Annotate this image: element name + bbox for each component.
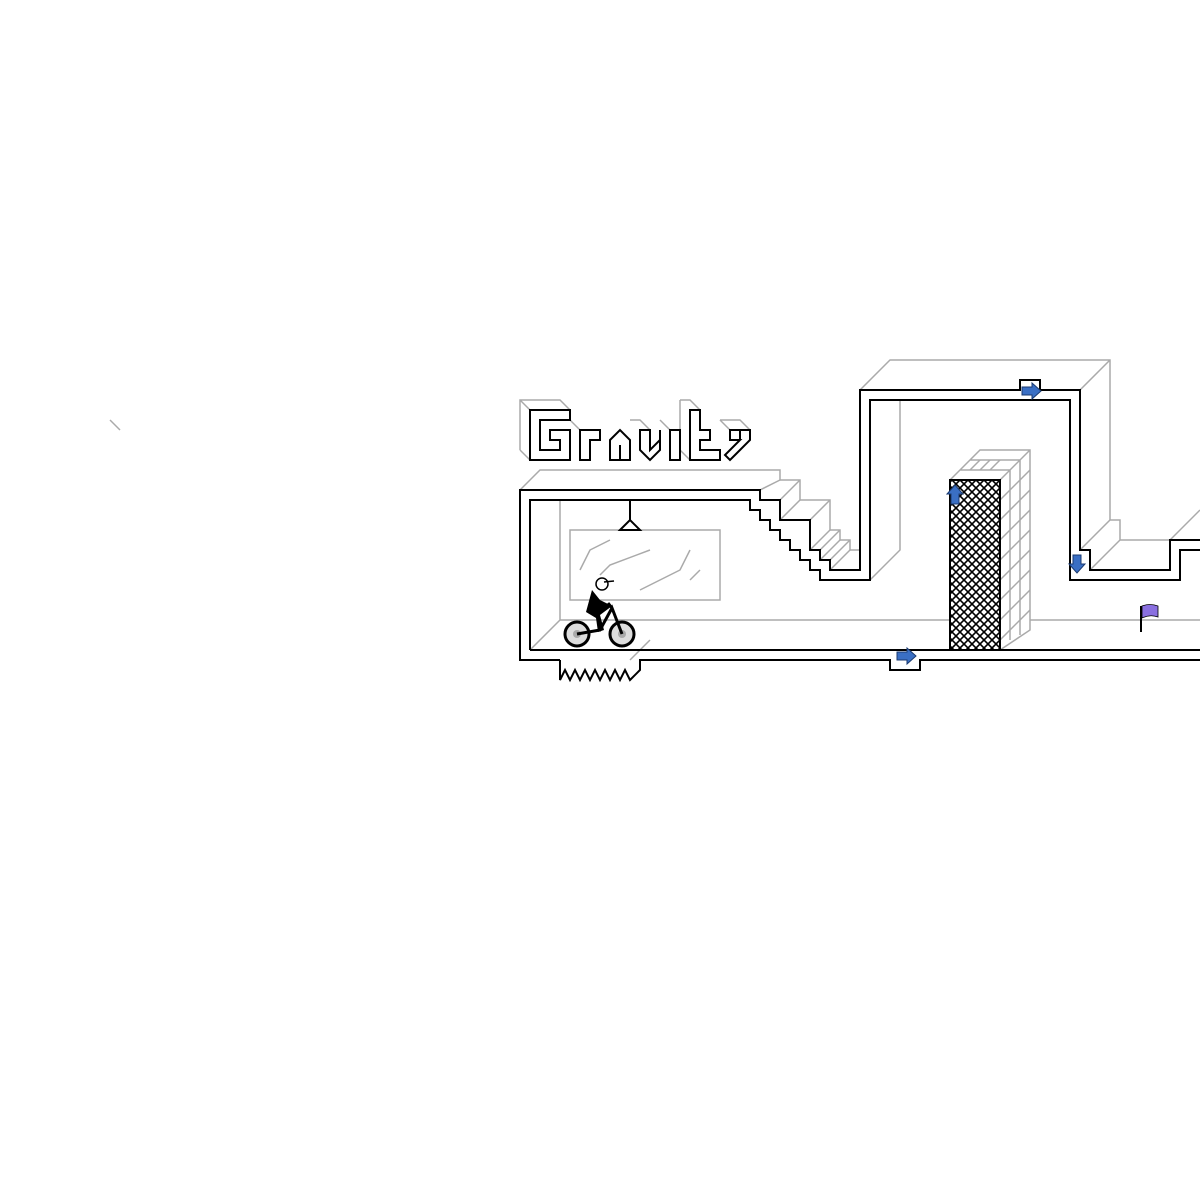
boost-arrow-icon xyxy=(1021,381,1042,401)
lamp-shape xyxy=(617,518,643,531)
boost-arrow-icon xyxy=(1067,554,1087,574)
scenery-lines xyxy=(519,359,1200,661)
gravity-zone xyxy=(949,479,1001,651)
goal-flag-icon xyxy=(1140,604,1159,632)
track-logo-gravity xyxy=(519,399,751,462)
boost-arrow-icon xyxy=(945,484,965,505)
stray-scenery-line xyxy=(109,419,121,431)
boost-arrow-icon xyxy=(896,646,917,666)
track-lines xyxy=(519,379,1200,683)
rider-icon xyxy=(563,577,636,648)
